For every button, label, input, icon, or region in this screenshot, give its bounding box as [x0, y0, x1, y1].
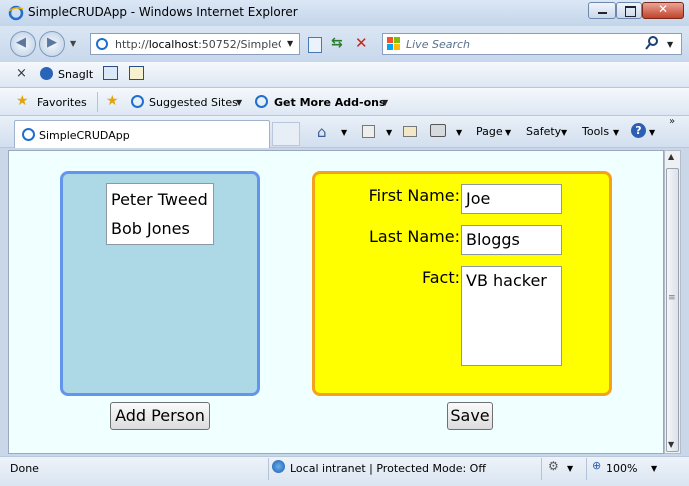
favorites-star-icon: ★: [16, 93, 29, 109]
add-favorite-icon[interactable]: ★: [106, 93, 119, 109]
address-bar[interactable]: [90, 33, 300, 55]
read-mail-icon[interactable]: [403, 126, 417, 137]
feeds-dropdown-icon[interactable]: ▼: [386, 128, 393, 137]
zoom-dropdown-icon[interactable]: ▼: [651, 464, 658, 473]
scroll-down-icon[interactable]: ▼: [668, 440, 675, 449]
print-icon[interactable]: [430, 124, 446, 137]
home-dropdown-icon[interactable]: ▼: [341, 128, 348, 137]
tools-menu[interactable]: Tools: [582, 125, 610, 138]
minimize-icon: [598, 12, 607, 14]
page-menu[interactable]: Page: [476, 125, 503, 138]
minimize-button[interactable]: [588, 2, 616, 19]
zoom-icon[interactable]: ⊕: [592, 459, 602, 472]
get-more-addons-button[interactable]: Get More Add-ons: [274, 96, 386, 109]
refresh-icon[interactable]: ⇆: [331, 35, 343, 51]
scroll-up-icon[interactable]: ▲: [668, 152, 675, 161]
print-dropdown-icon[interactable]: ▼: [456, 128, 463, 137]
page-dropdown-icon[interactable]: ▼: [505, 128, 512, 137]
status-divider: [268, 458, 269, 480]
status-divider: [541, 458, 542, 480]
list-item[interactable]: Peter Tweed: [111, 190, 208, 209]
favorites-button[interactable]: Favorites: [37, 96, 87, 109]
snagit-capture-icon[interactable]: [103, 66, 118, 80]
search-icon[interactable]: [645, 36, 659, 50]
intranet-globe-icon: [272, 460, 285, 473]
tab-label: SimpleCRUDApp: [39, 129, 130, 142]
back-arrow-icon: ◀: [16, 35, 26, 50]
snagit-icon: [40, 67, 53, 80]
windows-logo-icon: [387, 37, 400, 50]
suggested-sites-button[interactable]: Suggested Sites: [149, 96, 238, 109]
recent-pages-dropdown-icon[interactable]: ▼: [70, 39, 77, 48]
list-item[interactable]: Bob Jones: [111, 219, 190, 238]
security-zone[interactable]: Local intranet | Protected Mode: Off: [290, 462, 486, 475]
ie-page-icon: [131, 95, 144, 108]
scroll-grip-icon: ≡: [668, 293, 676, 303]
tools-dropdown-icon[interactable]: ▼: [613, 128, 620, 137]
fact-label: Fact:: [422, 268, 460, 287]
status-text: Done: [10, 462, 39, 475]
new-tab-button[interactable]: [272, 122, 300, 146]
popup-dropdown-icon[interactable]: ▼: [567, 464, 574, 473]
people-listbox[interactable]: [106, 183, 214, 245]
zoom-level[interactable]: 100%: [606, 462, 638, 475]
forward-button[interactable]: ▶: [39, 31, 65, 57]
snagit-edit-icon[interactable]: [129, 66, 144, 80]
ie-logo-icon: [8, 5, 24, 21]
favorites-divider: [97, 92, 98, 112]
safety-menu[interactable]: Safety: [526, 125, 562, 138]
search-placeholder: Live Search: [406, 38, 470, 51]
first-name-label: First Name:: [368, 186, 460, 205]
tab-simplecrudapp[interactable]: SimpleCRUDApp: [14, 120, 270, 148]
add-person-button[interactable]: Add Person: [110, 402, 210, 430]
window-title: SimpleCRUDApp - Windows Internet Explore…: [28, 5, 298, 19]
stop-icon[interactable]: ✕: [355, 34, 368, 52]
close-toolbar-icon[interactable]: ×: [16, 66, 27, 81]
home-icon[interactable]: ⌂: [317, 123, 327, 141]
close-button[interactable]: ✕: [642, 2, 684, 19]
search-box[interactable]: [382, 33, 682, 55]
save-button[interactable]: Save: [447, 402, 493, 430]
search-options-icon[interactable]: ▼: [667, 40, 674, 49]
popup-blocker-icon[interactable]: ⚙: [548, 459, 559, 473]
compatibility-view-icon[interactable]: [305, 34, 325, 54]
ie-page-icon: [22, 128, 35, 141]
feeds-icon[interactable]: [362, 125, 375, 138]
more-chevron-icon[interactable]: »: [669, 116, 676, 127]
people-panel: [60, 171, 260, 396]
compat-page-shape: [308, 37, 322, 53]
safety-dropdown-icon[interactable]: ▼: [561, 128, 568, 137]
help-dropdown-icon[interactable]: ▼: [649, 128, 656, 137]
address-dropdown-icon[interactable]: ▼: [287, 39, 294, 48]
maximize-button[interactable]: [616, 2, 642, 19]
fact-textarea[interactable]: VB hacker: [461, 266, 562, 366]
help-icon[interactable]: ?: [631, 123, 646, 138]
restore-icon: [625, 6, 636, 17]
page-icon: [96, 38, 108, 50]
favorites-bar: [0, 88, 689, 116]
ie-page-icon: [255, 95, 268, 108]
suggested-sites-dropdown-icon[interactable]: ▼: [236, 98, 243, 107]
scrollbar-thumb[interactable]: [666, 168, 679, 452]
addons-dropdown-icon[interactable]: ▼: [382, 98, 389, 107]
last-name-label: Last Name:: [368, 227, 460, 246]
status-bar: [0, 456, 689, 486]
status-divider: [586, 458, 587, 480]
last-name-field[interactable]: Bloggs: [461, 225, 562, 255]
snagit-label[interactable]: SnagIt: [58, 68, 94, 81]
address-url: http://localhost:50752/SimpleC: [115, 38, 281, 51]
back-button[interactable]: ◀: [10, 31, 36, 57]
forward-arrow-icon: ▶: [47, 35, 57, 50]
first-name-field[interactable]: Joe: [461, 184, 562, 214]
close-icon: ✕: [658, 2, 669, 16]
title-bar: [0, 0, 689, 26]
